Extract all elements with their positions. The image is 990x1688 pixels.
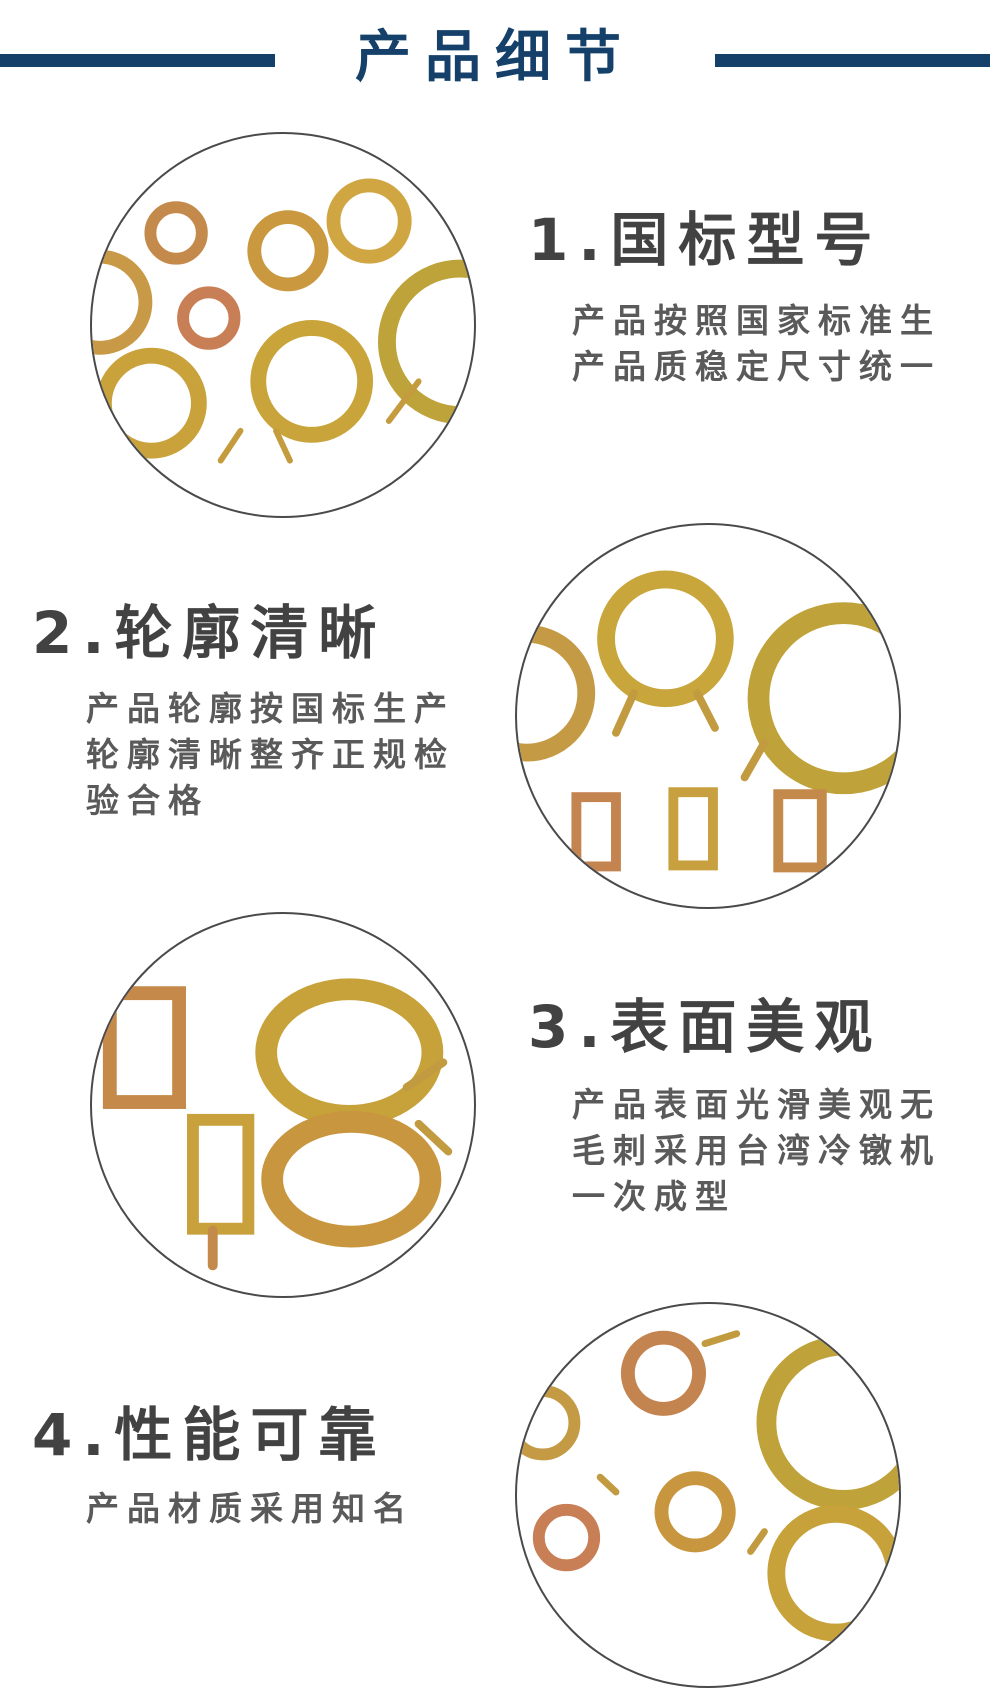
feature-2-description: 产品轮廓按国标生产轮廓清晰整齐正规检验合格 <box>86 689 455 820</box>
feature-4-title: 4.性能可靠 <box>32 1401 387 1469</box>
hose-clamp-image <box>517 570 899 873</box>
feature-4-photo <box>515 1302 901 1688</box>
feature-1-title: 1.国标型号 <box>528 206 883 274</box>
feature-3-description: 产品表面光滑美观无毛刺采用台湾冷镦机一次成型 <box>572 1085 941 1216</box>
feature-1-description: 产品按照国家标准生产品质稳定尺寸统一 <box>572 301 941 386</box>
page-title: 产品细节 <box>355 25 635 90</box>
feature-2-title: 2.轮廓清晰 <box>32 599 387 667</box>
feature-2-photo <box>515 523 901 909</box>
hose-clamp-image <box>92 178 474 464</box>
feature-4-description: 产品材质采用知名 <box>86 1489 414 1528</box>
feature-3-photo <box>90 912 476 1298</box>
feature-3-title: 3.表面美观 <box>528 993 883 1061</box>
header-rule-right <box>715 54 990 67</box>
hose-clamp-image <box>517 1330 899 1642</box>
hose-clamp-image <box>102 978 453 1271</box>
feature-1-photo <box>90 132 476 518</box>
header-rule-left <box>0 54 275 67</box>
